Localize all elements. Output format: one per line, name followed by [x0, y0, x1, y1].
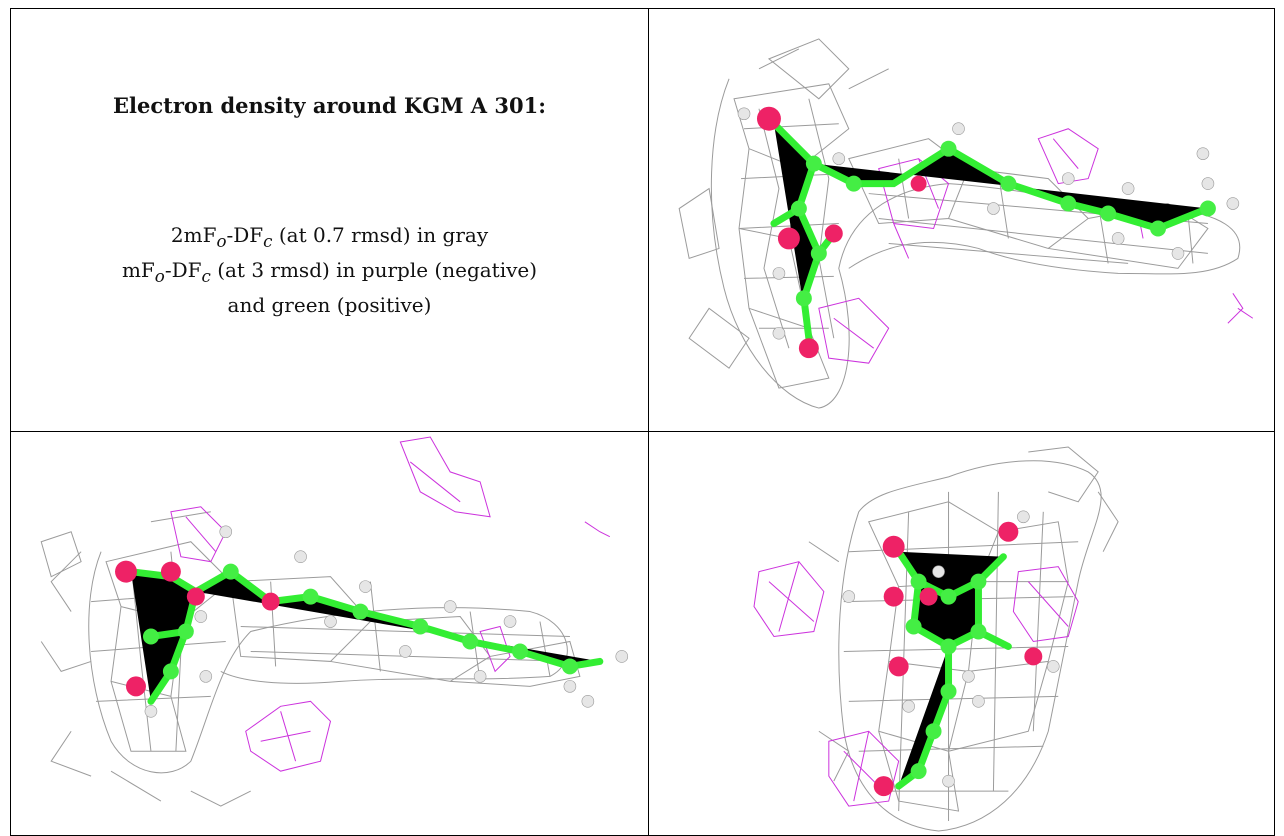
figure-title: Electron density around KGM A 301:	[113, 93, 546, 118]
density-view-1-cell	[649, 9, 1275, 432]
gray-density-mesh	[40, 511, 581, 807]
density-view-3-cell	[649, 432, 1275, 836]
figure-description: 2mFo-DFc (at 0.7 rmsd) in gray mFo-DFc (…	[11, 221, 648, 320]
legend-line-2fofc: 2mFo-DFc (at 0.7 rmsd) in gray	[170, 223, 489, 251]
ligand-atoms	[115, 525, 629, 718]
purple-density-mesh	[753, 561, 1079, 807]
density-view-1	[678, 38, 1254, 409]
caption: Electron density around KGM A 301: 2mFo-…	[11, 9, 648, 431]
figure-table: Electron density around KGM A 301: 2mFo-…	[10, 8, 1275, 836]
legend-line-positive: and green (positive)	[227, 293, 432, 317]
density-view-3	[753, 446, 1119, 832]
ligand-atoms	[737, 106, 1240, 359]
density-view-2-cell	[11, 432, 649, 836]
purple-density-mesh	[818, 128, 1254, 364]
density-view-2	[40, 436, 629, 807]
caption-cell: Electron density around KGM A 301: 2mFo-…	[11, 9, 649, 432]
ligand-atoms	[842, 510, 1060, 797]
purple-density-mesh	[170, 436, 611, 772]
legend-line-fofc: mFo-DFc (at 3 rmsd) in purple (negative)	[121, 258, 538, 286]
